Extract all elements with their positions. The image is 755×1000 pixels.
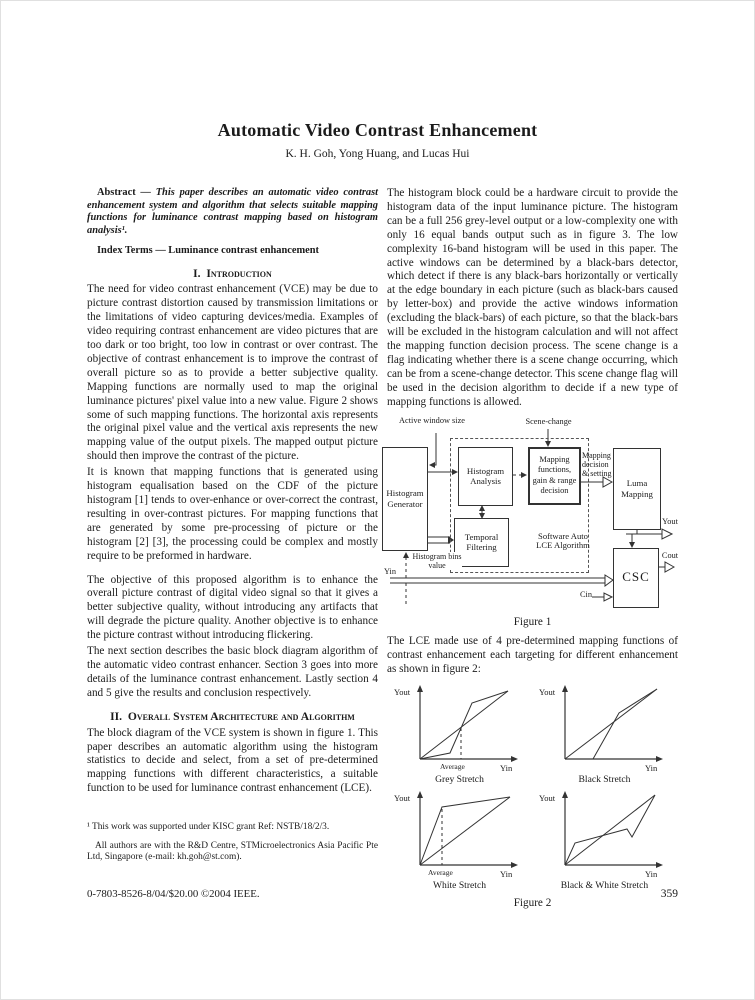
x-axis-label: Yin [500,763,513,773]
paragraph-lce-functions: The LCE made use of 4 pre-determined map… [387,635,678,676]
graph-black-stretch: Yout Yin Black Stretch [532,681,677,787]
x-axis-label: Yin [500,869,513,879]
paragraph-outline: The next section describes the basic blo… [87,645,378,699]
label-mapping-decision: Mapping decision & setting [582,450,612,479]
paragraph-intro-1: The need for video contrast enhancement … [87,283,378,463]
label-cout: Cout [661,550,679,560]
grey-stretch-plot: Yout Average Yin [394,685,518,773]
paragraph-intro-2: It is known that mapping functions that … [87,466,378,562]
figure1-diagram: Histogram Generator Histogram Analysis M… [376,415,681,612]
label-active-window-size: Active window size [399,415,465,425]
paragraph-objective: The objective of this proposed algorithm… [87,573,378,642]
block-mapping-functions: Mapping functions, gain & range decision [528,446,581,505]
y-axis-label: Yout [539,793,556,803]
graph-grey-stretch: Yout Average Yin Grey Stretch [387,681,532,787]
section-title: Overall System Architecture and Algorith… [127,709,355,723]
section-title: Introduction [206,266,272,280]
graph-caption: Black & White Stretch [560,880,649,892]
paragraph-histogram-block: The histogram block could be a hardware … [387,187,678,408]
block-histogram-analysis: Histogram Analysis [458,446,513,506]
section-heading-architecture: II. Overall System Architecture and Algo… [87,710,378,724]
graph-black-white-stretch: Yout Yin Black & White Stretch [532,787,677,893]
figure2-caption: Figure 2 [513,896,552,909]
section-number: I. [193,266,201,280]
block-csc: CSC [613,547,659,608]
black-stretch-plot: Yout Yin [539,685,663,773]
label-software-auto-lce: Software Auto LCE Algorithm [536,530,590,550]
block-luma-mapping: Luma Mapping [613,447,661,530]
graph-caption: White Stretch [432,880,486,892]
y-axis-label: Yout [539,687,556,697]
label-yin: Yin [384,566,396,576]
footnotes: ¹ This work was supported under KISC gra… [87,822,378,864]
abstract-label: Abstract [97,187,136,198]
footnote-affiliation: All authors are with the R&D Centre, STM… [87,840,378,863]
paper-title: Automatic Video Contrast Enhancement [217,120,538,140]
block-histogram-generator: Histogram Generator [382,446,428,551]
left-column: Abstract — This paper describes an autom… [87,187,378,798]
graph-white-stretch: Yout Average Yin White Stretch [387,787,532,893]
white-stretch-plot: Yout Average Yin [394,791,518,879]
label-yout: Yout [662,516,678,526]
paper-authors: K. H. Goh, Yong Huang, and Lucas Hui [285,148,470,160]
abstract-text: — This paper describes an automatic vide… [87,187,378,237]
software-lce-boundary [450,437,589,573]
block-temporal-filtering: Temporal Filtering [454,517,509,567]
y-axis-label: Yout [394,793,411,803]
y-axis-label: Yout [394,687,411,697]
section-heading-introduction: I. Introduction [87,267,378,281]
graph-caption: Grey Stretch [435,774,484,786]
right-column: The histogram block could be a hardware … [382,187,678,911]
label-cin: Cin [580,589,592,599]
page-number: 359 [660,888,678,900]
figure2-graphs: Yout Average Yin Grey Stretch Yout Yin B… [387,681,677,893]
x-axis-label: Yin [645,763,658,773]
black-white-stretch-plot: Yout Yin [539,791,663,879]
average-label: Average [440,762,466,771]
figure1-caption: Figure 1 [513,615,552,628]
footnote-grant: ¹ This work was supported under KISC gra… [87,822,330,832]
label-histogram-bins-value: Histogram bins value [412,551,462,571]
average-label: Average [428,868,454,877]
abstract: Abstract — This paper describes an autom… [87,187,378,238]
graph-caption: Black Stretch [578,774,631,786]
paragraph-block-diagram: The block diagram of the VCE system is s… [87,726,378,795]
x-axis-label: Yin [645,869,658,879]
label-scene-change: Scene-change [525,416,572,426]
section-number: II. [110,709,123,723]
copyright-notice: 0-7803-8526-8/04/$20.00 ©2004 IEEE. [87,888,260,900]
index-terms: Index Terms — Luminance contrast enhance… [97,244,319,256]
figure1-connectors [390,428,676,605]
